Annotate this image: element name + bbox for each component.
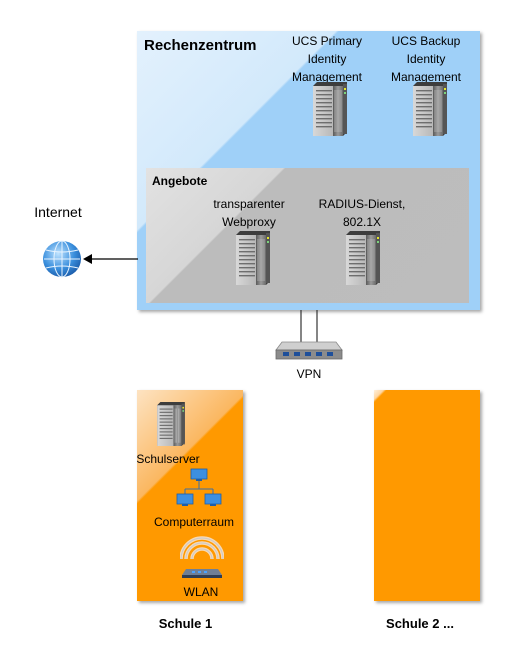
primary-server-label: UCS Primary Identity Management [291,34,363,84]
vpn-label: VPN [296,367,322,381]
school-server-label: Schulserver [136,452,200,466]
school1-title: Schule 1 [158,616,213,631]
school2-title: Schule 2 ... [386,616,454,631]
services-container [146,168,469,303]
wlan-label: WLAN [183,585,219,599]
school-server-icon [157,402,185,446]
services-title: Angebote [152,174,208,188]
backup-server-icon [413,82,447,136]
proxy-label: transparenter Webproxy [213,197,285,229]
wlan-router-icon [180,536,224,578]
datacenter-title: Rechenzentrum [144,37,257,54]
radius-label: RADIUS-Dienst, 802.1X [318,197,406,229]
vpn-switch-icon [275,341,343,360]
network-computers-icon [176,468,222,506]
proxy-server-icon [236,231,270,285]
computer-room-label: Computerraum [153,515,235,529]
backup-server-label: UCS Backup Identity Management [390,34,462,84]
globe-icon [43,240,81,278]
internet-label: Internet [34,204,82,220]
primary-server-icon [313,82,347,136]
vpn-connection-lines [300,310,318,346]
internet-connection-arrow [83,254,138,264]
school2-container [374,390,480,601]
radius-server-icon [346,231,380,285]
